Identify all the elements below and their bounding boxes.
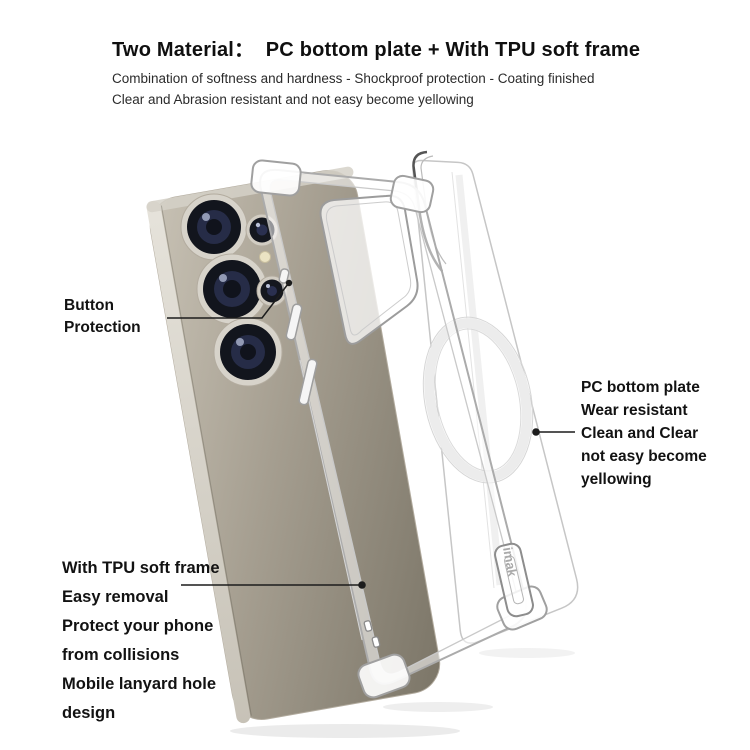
callout-text-line: Mobile lanyard hole: [62, 675, 217, 693]
lanyard-holes: [363, 620, 381, 648]
page-subtitle: Combination of softness and hardness - S…: [112, 68, 672, 110]
callout-text-line: design: [62, 704, 116, 722]
callout-button-protection: Button Protection: [64, 295, 141, 339]
page-title: Two Material： PC bottom plate + With TPU…: [112, 39, 641, 61]
brand-text: imak: [500, 546, 520, 579]
subtitle-line-2: Clear and Abrasion resistant and not eas…: [112, 92, 474, 107]
callout-text-line: Protect your phone: [62, 617, 214, 635]
callout-text-line: not easy become: [581, 448, 707, 465]
subtitle-line-1: Combination of softness and hardness - S…: [112, 71, 595, 86]
callout-line-pc-plate: [532, 428, 575, 436]
tpu-soft-frame: imak: [250, 159, 548, 699]
phone-side-frame: [146, 200, 251, 724]
callout-text-line: Protection: [64, 319, 141, 336]
camera-lens-large-3: [213, 317, 283, 387]
callout-text-line: Wear resistant: [581, 402, 688, 419]
camera-flash-icon: [259, 251, 271, 263]
callout-text-line: yellowing: [581, 471, 652, 488]
callout-line-tpu-frame: [181, 581, 366, 589]
callout-text-line: Clean and Clear: [581, 425, 699, 442]
camera-lens-large-1: [180, 193, 248, 261]
callout-lines: [167, 279, 575, 589]
callout-text-line: from collisions: [62, 646, 180, 664]
ground-shadows: [230, 648, 575, 738]
callout-text-line: Easy removal: [62, 588, 169, 606]
callout-text-line: With TPU soft frame: [62, 559, 220, 577]
pc-bottom-plate: [412, 150, 579, 644]
side-buttons: [278, 268, 318, 406]
callout-text-line: PC bottom plate: [581, 379, 700, 396]
callout-text-line: Button: [64, 297, 114, 314]
header: Two Material： PC bottom plate + With TPU…: [112, 33, 672, 110]
camera-lens-large-2: [196, 253, 268, 325]
callout-tpu-frame: With TPU soft frame Easy removal Protect…: [62, 554, 220, 728]
callout-line-button-protection: [167, 279, 293, 319]
callout-pc-plate: PC bottom plate Wear resistant Clean and…: [581, 376, 707, 491]
bottom-port-bar: [494, 542, 534, 618]
